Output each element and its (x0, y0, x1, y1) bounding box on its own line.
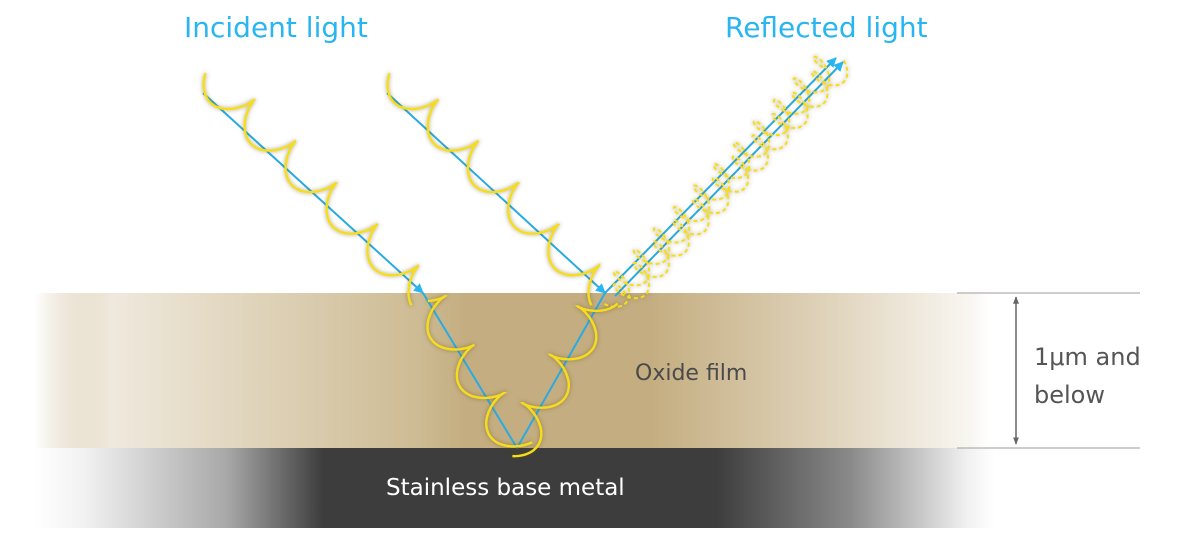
incident-wave-1 (202, 73, 420, 306)
refracted-wave-up (512, 302, 619, 458)
reflected-light-label: Reflected light (725, 11, 928, 44)
light-waves (202, 55, 849, 458)
reflected-ray-2 (614, 61, 844, 297)
refracted-ray-down (422, 292, 518, 449)
oxide-film-layer (35, 293, 995, 448)
reflected-ray-1 (604, 57, 837, 294)
refracted-wave-down (426, 295, 533, 448)
incident-wave-2 (386, 72, 601, 306)
base-metal-label: Stainless base metal (386, 475, 625, 501)
incident-light-label: Incident light (184, 11, 368, 44)
oxide-film-label: Oxide film (635, 361, 748, 386)
thickness-label: 1μm and below (1034, 343, 1141, 409)
base-metal-layer (35, 448, 995, 528)
reflected-wave-1 (603, 55, 831, 308)
reflected-wave-2 (612, 59, 849, 300)
